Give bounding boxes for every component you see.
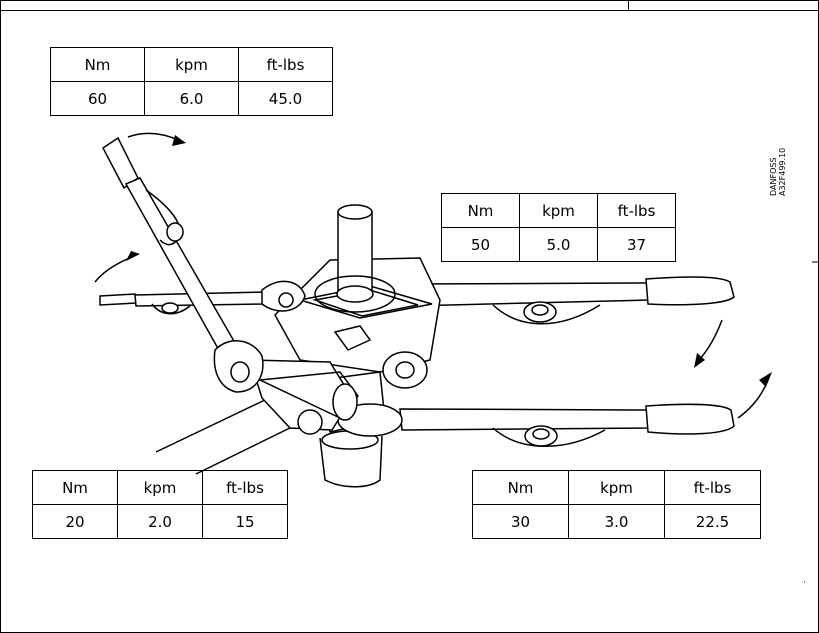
table-header-row: Nm kpm ft-lbs	[50, 47, 333, 82]
value-kpm: 6.0	[144, 81, 239, 116]
header-kpm: kpm	[568, 470, 665, 505]
table-header-row: Nm kpm ft-lbs	[441, 193, 676, 228]
spanner-short	[99, 280, 306, 315]
table-header-row: Nm kpm ft-lbs	[32, 470, 288, 505]
value-kpm: 2.0	[117, 504, 203, 539]
table-header-row: Nm kpm ft-lbs	[472, 470, 761, 505]
torque-table-60: Nm kpm ft-lbs 60 6.0 45.0	[50, 47, 333, 116]
value-ft-lbs: 37	[597, 227, 676, 262]
header-ft-lbs: ft-lbs	[597, 193, 676, 228]
header-nm: Nm	[32, 470, 118, 505]
valve-body	[274, 204, 441, 488]
table-value-row: 20 2.0 15	[32, 504, 288, 539]
spanner-diagonal	[102, 136, 264, 393]
arrow-heads	[126, 135, 772, 387]
torque-table-30: Nm kpm ft-lbs 30 3.0 22.5	[472, 470, 761, 539]
header-kpm: kpm	[519, 193, 598, 228]
drawing-code-line1: DANFOSS	[769, 157, 778, 196]
table-value-row: 50 5.0 37	[441, 227, 676, 262]
torque-table-50: Nm kpm ft-lbs 50 5.0 37	[441, 193, 676, 262]
drawing-code: DANFOSS A32F499.10	[769, 148, 787, 196]
header-nm: Nm	[441, 193, 520, 228]
header-ft-lbs: ft-lbs	[202, 470, 288, 505]
header-ft-lbs: ft-lbs	[238, 47, 333, 82]
value-ft-lbs: 22.5	[664, 504, 761, 539]
header-ft-lbs: ft-lbs	[664, 470, 761, 505]
value-kpm: 5.0	[519, 227, 598, 262]
header-kpm: kpm	[117, 470, 203, 505]
drawing-code-line2: A32F499.10	[778, 147, 787, 196]
value-ft-lbs: 45.0	[238, 81, 333, 116]
value-ft-lbs: 15	[202, 504, 288, 539]
spanner-upper	[406, 276, 735, 325]
table-value-row: 30 3.0 22.5	[472, 504, 761, 539]
value-kpm: 3.0	[568, 504, 665, 539]
torque-table-20: Nm kpm ft-lbs 20 2.0 15	[32, 470, 288, 539]
value-nm: 30	[472, 504, 569, 539]
header-kpm: kpm	[144, 47, 239, 82]
header-nm: Nm	[472, 470, 569, 505]
table-value-row: 60 6.0 45.0	[50, 81, 333, 116]
header-nm: Nm	[50, 47, 145, 82]
pipe-nut-spanner	[248, 359, 359, 435]
value-nm: 50	[441, 227, 520, 262]
spanner-lower	[399, 403, 735, 447]
value-nm: 20	[32, 504, 118, 539]
value-nm: 60	[50, 81, 145, 116]
